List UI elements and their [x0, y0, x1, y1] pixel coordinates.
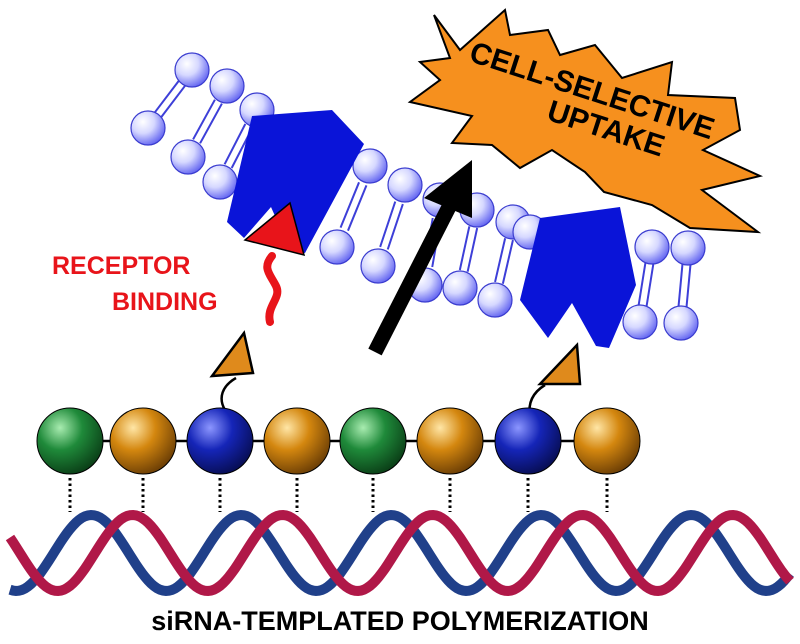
uptake-arrow-icon — [368, 160, 472, 356]
receptor-left — [227, 110, 364, 253]
binding-arrow-icon — [243, 201, 306, 326]
lipid-head — [360, 248, 396, 284]
lipid-head — [170, 139, 206, 175]
lipid-tail — [458, 226, 471, 271]
lipid-tail — [637, 262, 647, 306]
lipid-head — [174, 52, 210, 88]
lipid-head — [202, 164, 238, 200]
lipid-tail — [466, 227, 479, 272]
lipid-tail — [685, 264, 692, 307]
polymer-bead-orange — [416, 407, 484, 475]
lipid-head — [663, 305, 699, 341]
lipid-head — [352, 148, 388, 184]
helix-strand-blue — [8, 509, 794, 597]
ligand-left — [209, 330, 255, 411]
lipid-head — [442, 270, 478, 306]
lipid-head — [209, 68, 245, 104]
polymer-bead-orange — [109, 407, 177, 475]
receptor-label-line1: RECEPTOR — [52, 252, 190, 280]
polymer-bead-blue — [186, 407, 254, 475]
lipid-tail — [501, 239, 514, 284]
lipid-head — [387, 167, 423, 203]
triangle-ligand-icon — [537, 342, 582, 386]
lipid-head — [634, 229, 670, 265]
ligand-right — [528, 342, 582, 417]
lipid-tail — [199, 103, 223, 144]
lipid-tail — [153, 79, 180, 114]
polymer-bead-green — [339, 407, 407, 475]
uptake-starburst — [407, 8, 764, 234]
lipid-tail — [223, 123, 247, 165]
polymer-bead-orange — [573, 407, 641, 475]
lipid-tail — [379, 201, 397, 248]
lipid-tail — [494, 238, 507, 283]
lipid-tail — [347, 184, 368, 232]
lipid-tail — [645, 263, 655, 307]
lipid-tail — [160, 84, 187, 119]
bottom-label: siRNA-TEMPLATED POLYMERIZATION — [151, 606, 649, 636]
polymer-bead-green — [36, 407, 104, 475]
polymer-chain — [36, 407, 641, 512]
polymer-bead-orange — [263, 407, 331, 475]
lipid-head — [622, 304, 658, 340]
lipid-tail — [677, 264, 684, 307]
lipid-head — [130, 110, 166, 146]
triangle-ligand-icon — [209, 330, 255, 378]
lipid-tail — [386, 203, 404, 250]
lipid-tail — [192, 99, 216, 140]
helix-strand-red — [5, 509, 794, 597]
lipid-head — [319, 229, 355, 265]
lipid-head — [477, 282, 513, 318]
lipid-head — [670, 230, 706, 266]
sirna-double-helix — [5, 509, 794, 597]
cell-membrane — [130, 52, 706, 341]
lipid-tail — [339, 181, 360, 229]
receptor-right — [520, 207, 636, 348]
polymer-bead-blue — [494, 407, 562, 475]
receptor-label-line2: BINDING — [112, 288, 218, 316]
